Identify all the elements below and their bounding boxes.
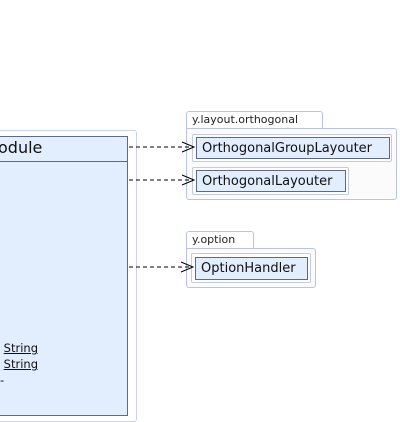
module-class-title: odule xyxy=(0,138,43,157)
package-tab-layout-orthogonal: y.layout.orthogonal xyxy=(186,111,323,129)
module-class-box[interactable] xyxy=(0,136,128,416)
class-option-handler[interactable]: OptionHandler xyxy=(195,257,308,280)
dependency-edges xyxy=(129,141,196,273)
arrowhead-open xyxy=(181,141,196,153)
arrowhead-open xyxy=(180,261,195,273)
module-field-type: String xyxy=(3,341,38,355)
class-orthogonal-layouter[interactable]: OrthogonalLayouter xyxy=(196,170,346,192)
module-field-type: String xyxy=(3,357,38,371)
package-tab-option: y.option xyxy=(186,231,254,249)
arrowhead-open xyxy=(181,174,196,186)
class-orthogonal-group-layouter[interactable]: OrthogonalGroupLayouter xyxy=(196,137,390,159)
module-class-divider xyxy=(0,161,128,162)
